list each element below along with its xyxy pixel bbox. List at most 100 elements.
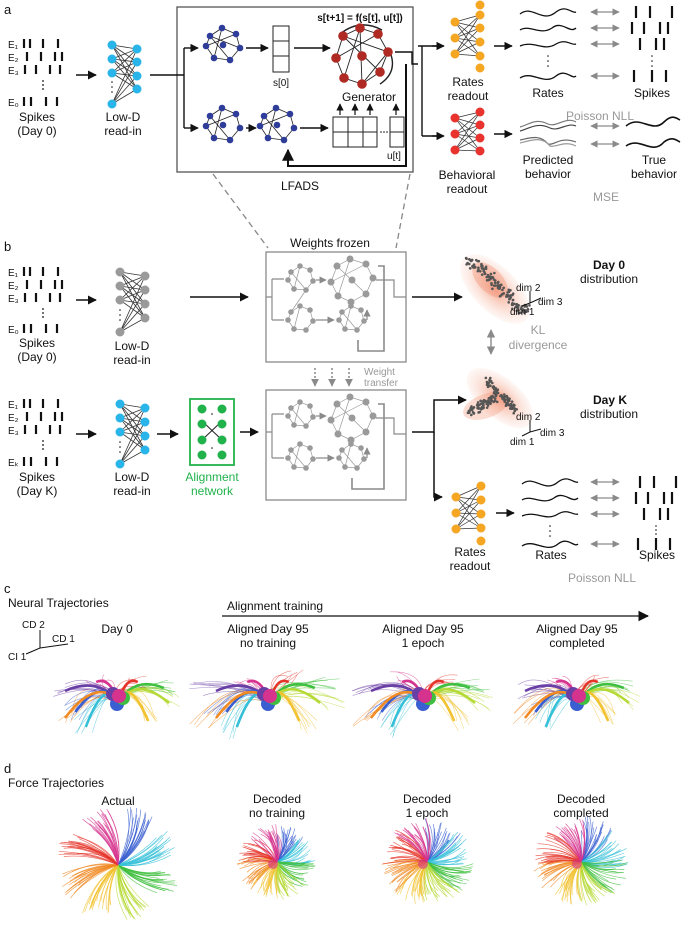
readin-label: Low-D — [106, 110, 141, 124]
force-trace — [117, 864, 161, 875]
force-trace — [74, 864, 119, 879]
axis-label-ci1: CI 1 — [8, 652, 27, 663]
force-trace — [72, 834, 119, 866]
arrow — [412, 395, 467, 433]
alignment-network-label-2: network — [191, 484, 234, 498]
scatter-point — [477, 266, 480, 269]
scatter-point — [509, 406, 513, 410]
scatter-point — [491, 394, 494, 398]
rates-readout-label: Rates — [454, 545, 485, 559]
scatter-point — [486, 404, 490, 407]
scatter-point — [501, 288, 504, 292]
scatter-point — [476, 401, 480, 404]
force-trace — [117, 846, 158, 866]
force-trace — [580, 816, 592, 863]
scatter-point — [479, 399, 482, 403]
axis-label-cd1: CD 1 — [52, 634, 75, 645]
scatter-point — [515, 304, 518, 307]
kl-label: KL — [531, 323, 546, 337]
force-trace — [117, 820, 138, 866]
neural-trajectories-title: Neural Trajectories — [8, 596, 109, 610]
endpoint-marker — [418, 689, 432, 703]
channel-label: E₃ — [8, 426, 19, 437]
neural-plot — [512, 674, 641, 730]
rates-readout-network-a — [450, 0, 485, 73]
panel-label-a: a — [4, 2, 12, 17]
scatter-point — [485, 380, 489, 384]
scatter-point — [512, 407, 516, 410]
lfads-box — [176, 6, 414, 173]
scatter-point — [499, 283, 502, 287]
spikes-label-b: Spikes — [639, 548, 675, 562]
scatter-point — [513, 409, 517, 413]
frozen-lfads-bottom — [266, 393, 406, 490]
feedback-arrow — [282, 64, 407, 167]
force-trajectories-title: Force Trajectories — [8, 776, 104, 790]
scatter-point — [480, 264, 483, 268]
scatter-point — [521, 308, 525, 311]
force-trace — [566, 829, 582, 863]
force-trace — [117, 864, 172, 876]
scatter-point — [492, 400, 495, 404]
force-trace — [109, 864, 119, 905]
channel-label: E₂ — [8, 53, 19, 64]
scatter-point — [502, 286, 506, 290]
encoder-network — [202, 104, 244, 144]
readin-label: Low-D — [115, 470, 150, 484]
dayk-distribution-title: Day K — [593, 393, 627, 407]
arrow — [336, 103, 400, 115]
column-title: Decoded — [557, 792, 605, 806]
alignment-network — [197, 404, 227, 460]
force-trace — [426, 861, 462, 870]
force-trace — [580, 861, 596, 902]
scatter-point — [507, 290, 511, 294]
scatter-point — [497, 280, 500, 284]
scatter-point — [478, 403, 481, 407]
force-trace — [402, 829, 428, 863]
force-trace — [117, 816, 153, 866]
rates-label-b: Rates — [535, 548, 566, 562]
scatter-point — [475, 403, 479, 407]
force-trace — [555, 826, 582, 863]
dims-axes-day0 — [521, 291, 542, 307]
force-trace — [276, 827, 291, 863]
scatter-point — [493, 397, 497, 400]
force-trace — [426, 861, 463, 891]
force-trace — [426, 832, 439, 863]
scatter-point — [489, 379, 493, 383]
mse-label: MSE — [593, 190, 619, 204]
force-trace — [426, 861, 473, 869]
neural-trajectory-plots — [53, 669, 641, 740]
scatter-point — [472, 263, 476, 266]
force-trace — [117, 864, 158, 894]
force-trace — [117, 831, 168, 866]
encoder-network — [202, 24, 244, 64]
force-trace — [580, 824, 586, 863]
force-trace — [276, 841, 309, 863]
readin-label: Low-D — [115, 339, 150, 353]
force-trace — [62, 863, 119, 877]
scatter-point — [474, 258, 478, 262]
scatter-point — [483, 400, 486, 404]
rates-readout-label-2: readout — [448, 89, 489, 103]
weight-transfer-label: Weight — [364, 367, 395, 378]
rates-readout-label-2: readout — [450, 559, 491, 573]
spike-trains-b — [634, 476, 678, 550]
scatter-point — [477, 259, 481, 263]
force-trace — [426, 861, 463, 865]
force-trace — [115, 864, 128, 920]
force-trace — [98, 864, 119, 908]
force-trace — [580, 830, 586, 863]
zoom-line — [395, 173, 411, 249]
behavioral-readout-label-2: readout — [447, 182, 488, 196]
true-behavior-label-2: behavior — [631, 167, 677, 181]
scatter-point — [477, 411, 480, 414]
spike-raster-a: E₁ E₂ E₃ E₀ — [8, 39, 64, 109]
force-trace — [580, 861, 613, 893]
force-trace — [275, 832, 282, 863]
scatter-point — [484, 265, 488, 269]
force-trace — [101, 864, 119, 910]
dim1-label: dim 1 — [510, 437, 535, 448]
column-subtitle: 1 epoch — [402, 636, 445, 650]
force-trace — [426, 842, 456, 863]
